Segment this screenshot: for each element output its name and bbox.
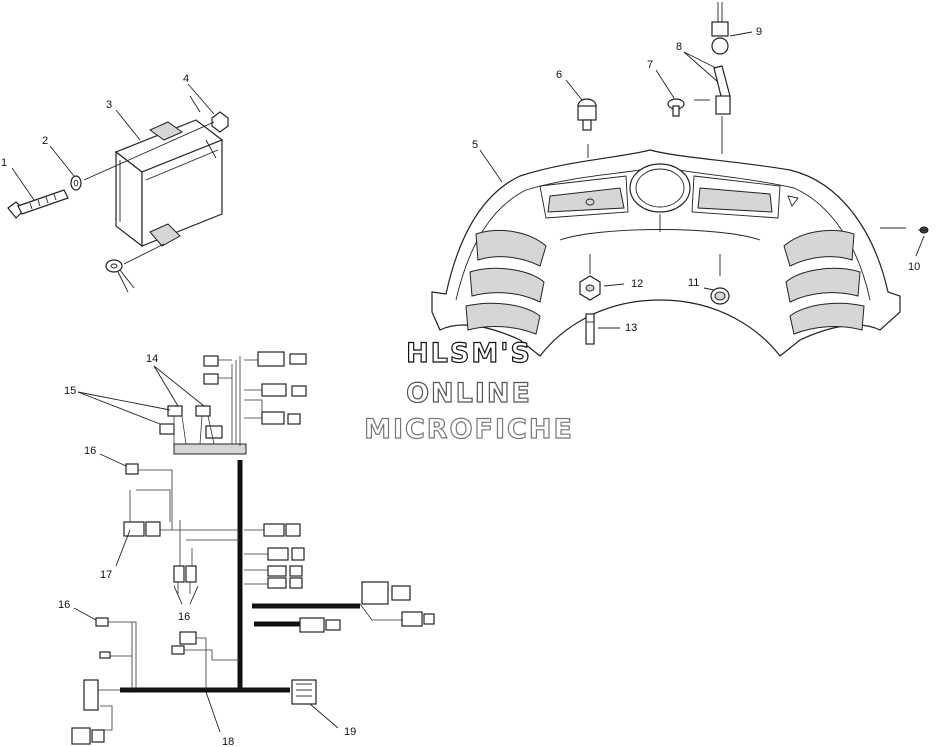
callout-16-middle: 16 [178, 611, 190, 623]
nut-12-part [579, 275, 601, 301]
lower-left-connectors [71, 617, 317, 745]
bulb-socket-part [711, 2, 729, 55]
watermark-line-2: ONLINE [406, 378, 532, 409]
callout-14: 14 [146, 353, 158, 365]
connector-part [694, 65, 731, 115]
callout-6: 6 [556, 69, 562, 81]
callout-8: 8 [676, 41, 682, 53]
callout-3: 3 [106, 99, 112, 111]
callout-11: 11 [688, 277, 699, 289]
screw-part [918, 226, 929, 234]
push-pin-part [667, 98, 685, 117]
knob-part [577, 98, 597, 131]
dash-pod-part [431, 149, 901, 357]
watermark-line-1: HLSM'S [406, 338, 532, 369]
callout-13: 13 [625, 322, 637, 334]
ring-terminal-part [105, 259, 135, 293]
callout-18: 18 [222, 736, 234, 747]
left-branch-connectors [123, 463, 240, 594]
watermark: HLSM'S ONLINE MICROFICHE [363, 337, 574, 445]
wiring-harness-assembly [71, 351, 435, 745]
callout-17: 17 [100, 569, 112, 581]
regulator-assembly [7, 83, 229, 293]
voltage-regulator-part [114, 119, 224, 248]
callout-19: 19 [344, 726, 356, 738]
nut-11-part [710, 287, 730, 305]
callout-9: 9 [756, 26, 762, 38]
callout-7: 7 [647, 59, 653, 71]
callout-10: 10 [908, 261, 920, 273]
callout-numbers: 1 2 3 4 5 6 7 8 9 10 11 12 13 14 15 16 1… [1, 26, 920, 747]
watermark-line-3: MICROFICHE [364, 414, 574, 445]
callout-16-upper: 16 [84, 445, 96, 457]
callout-4: 4 [183, 73, 189, 85]
nut-part [211, 111, 229, 133]
stud-part [585, 313, 595, 345]
callout-2: 2 [42, 135, 48, 147]
callout-16-lower: 16 [58, 599, 70, 611]
right-branch-connectors [244, 523, 435, 633]
washer-part [70, 175, 82, 191]
upper-connector-block [159, 351, 307, 455]
dash-pod-assembly [431, 2, 929, 357]
callout-15: 15 [64, 385, 76, 397]
callout-12: 12 [631, 278, 643, 290]
bolt-part [7, 189, 69, 219]
callout-5: 5 [472, 139, 478, 151]
callout-1: 1 [1, 157, 7, 169]
